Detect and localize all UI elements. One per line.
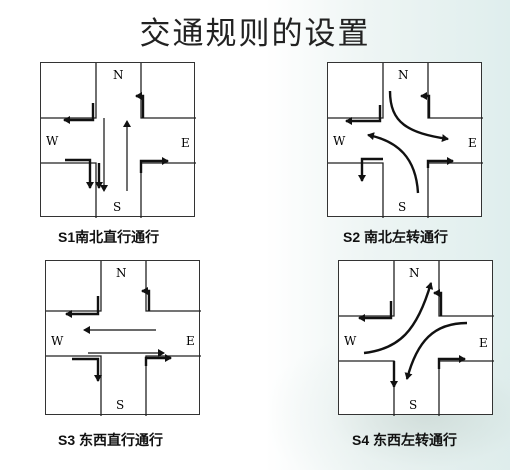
- west-label: W: [51, 334, 64, 348]
- south-label: S: [409, 398, 417, 412]
- right-turn-arrow-west: [72, 357, 102, 382]
- right-turn-arrow-west: [358, 157, 383, 182]
- east-label: E: [468, 136, 477, 150]
- caption-s4: S4 东西左转通行: [352, 432, 458, 448]
- south-label: S: [116, 398, 124, 412]
- east-label: E: [186, 334, 195, 348]
- right-turn-arrow-north: [63, 103, 95, 124]
- right-turn-arrow-east: [420, 92, 431, 118]
- intersection-s2: N S W E: [327, 62, 483, 218]
- intersection-s3: N S W E: [45, 260, 201, 416]
- intersection-s3-diagram: N S W E: [46, 261, 201, 416]
- right-turn-arrow-east: [135, 92, 145, 118]
- right-turn-arrow-south: [144, 354, 172, 366]
- right-turn-arrow-east: [433, 289, 443, 316]
- north-label: N: [398, 68, 409, 82]
- caption-s2: S2 南北左转通行: [343, 229, 449, 245]
- north-label: N: [113, 68, 124, 82]
- south-label: S: [113, 200, 121, 214]
- right-turn-arrow-south: [437, 355, 466, 369]
- intersection-s4: N S W E: [338, 260, 494, 416]
- left-turn-arrow-from-north: [388, 90, 449, 143]
- east-label: E: [479, 336, 488, 350]
- right-turn-arrow-south: [139, 157, 169, 173]
- caption-s1: S1南北直行通行: [58, 229, 160, 245]
- intersection-s1-diagram: N S W E: [41, 63, 196, 218]
- right-turn-arrow-north: [345, 105, 382, 125]
- west-label: W: [344, 334, 357, 348]
- left-turn-arrow-from-south: [367, 132, 420, 194]
- west-label: W: [333, 134, 346, 148]
- right-turn-arrow-south: [426, 157, 454, 168]
- page-title: 交通规则的设置: [139, 16, 371, 52]
- right-turn-arrow-east: [141, 287, 151, 311]
- intersection-s2-diagram: N S W E: [328, 63, 483, 218]
- east-label: E: [181, 136, 190, 150]
- north-label: N: [116, 266, 127, 280]
- intersection-s1: N S W E: [40, 62, 196, 218]
- south-label: S: [398, 200, 406, 214]
- right-turn-arrow-north: [65, 296, 100, 318]
- caption-s3: S3 东西直行通行: [58, 432, 164, 448]
- right-turn-arrow-north: [358, 301, 393, 322]
- north-label: N: [409, 266, 420, 280]
- intersection-s4-diagram: N S W E: [339, 261, 494, 416]
- left-turn-arrow-from-east: [404, 321, 468, 380]
- left-turn-arrow-from-west: [363, 282, 434, 355]
- west-label: W: [46, 134, 59, 148]
